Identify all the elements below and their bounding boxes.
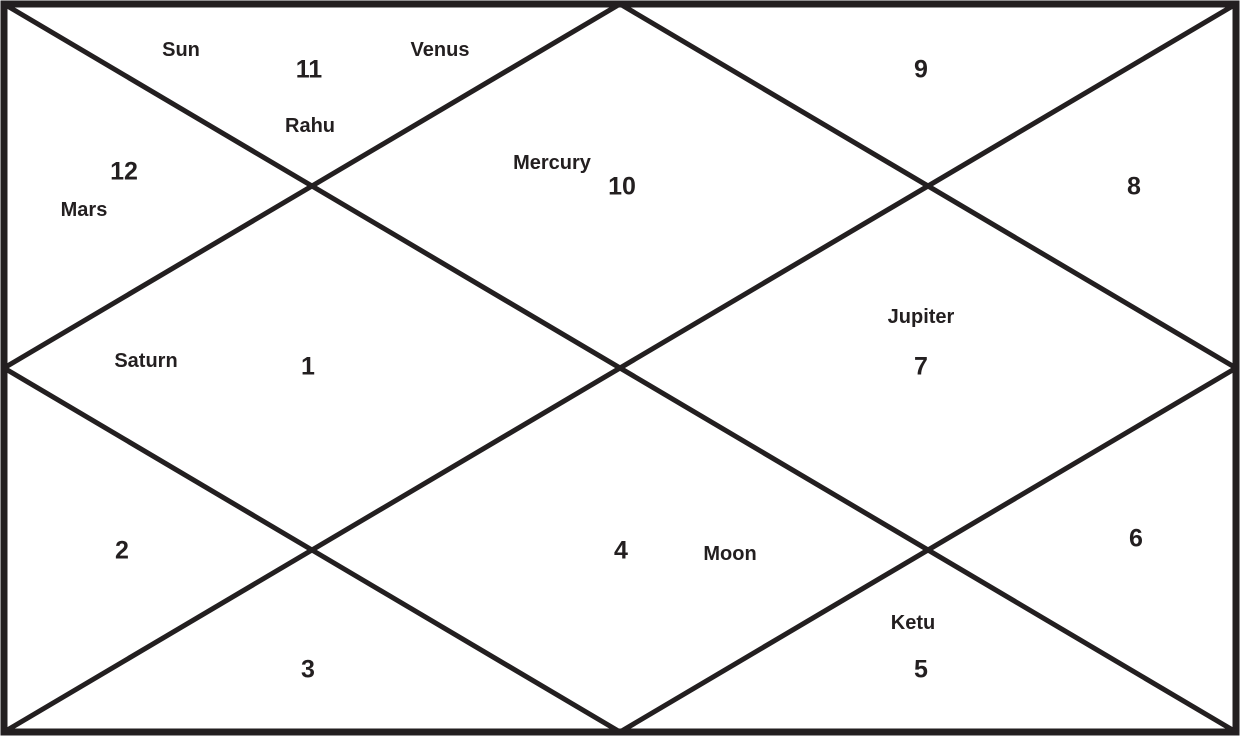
house-number-4: 4	[614, 536, 628, 565]
planet-ketu: Ketu	[890, 612, 936, 634]
planet-venus: Venus	[410, 39, 470, 61]
house-number-9: 9	[914, 55, 928, 84]
house-number-11: 11	[295, 55, 323, 84]
planet-rahu: Rahu	[285, 115, 335, 137]
house-number-1: 1	[301, 352, 315, 381]
planet-moon: Moon	[703, 543, 757, 565]
rhombus-line	[618, 365, 1238, 735]
planet-jupiter: Jupiter	[887, 306, 955, 328]
planet-mars: Mars	[60, 199, 108, 221]
house-number-8: 8	[1127, 172, 1141, 201]
house-number-6: 6	[1129, 524, 1143, 553]
rhombus-line	[2, 365, 622, 735]
house-number-7: 7	[914, 352, 928, 381]
house-number-10: 10	[608, 172, 636, 201]
house-number-2: 2	[115, 536, 129, 565]
house-number-5: 5	[914, 655, 928, 684]
rhombus-line	[618, 1, 1238, 371]
house-number-3: 3	[301, 655, 315, 684]
planet-saturn: Saturn	[114, 350, 178, 372]
rhombus-line	[2, 1, 622, 371]
house-number-12: 12	[110, 157, 138, 186]
planet-mercury: Mercury	[513, 152, 591, 174]
planet-sun: Sun	[162, 39, 200, 61]
